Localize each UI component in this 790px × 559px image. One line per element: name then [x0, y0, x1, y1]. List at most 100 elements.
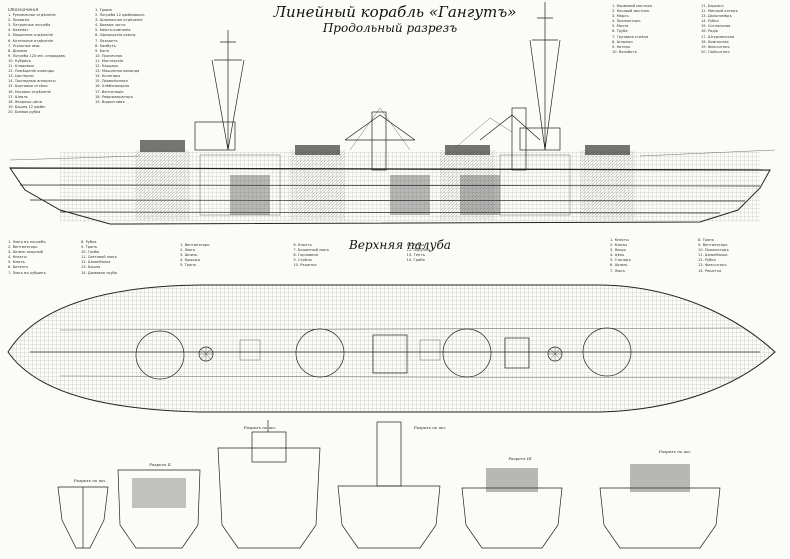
legend-item: 4. Кнехты	[8, 255, 27, 260]
legend-item: 8. Горловина	[293, 253, 319, 258]
legend-item: 8. Рубка	[81, 240, 97, 244]
section-label: Разрезъ по шп.	[658, 449, 692, 454]
legend-item: 11. Шлюпбалка	[698, 253, 728, 258]
legend-item: 10. Прачечная	[95, 53, 123, 58]
legend-item: 8. Шлюпки	[612, 39, 633, 44]
legend-item: 16. Носовое отдѣленіе	[8, 89, 51, 94]
legend-item: 12. Помѣщеніе команды	[8, 69, 55, 74]
legend-item: 2. Погреба 12 дюймовыхъ	[95, 13, 145, 18]
legend-item: 13. Цистерны	[8, 74, 34, 79]
turret-4	[582, 327, 632, 377]
legend-item: 13. Дальномѣръ	[701, 14, 732, 19]
deck-plan-title: Верхняя палуба	[349, 238, 451, 252]
legend-item: 2. Клюзы	[610, 243, 628, 248]
legend-item: 6. Кнехтъ	[293, 243, 312, 247]
legend-item: 11. Рубка	[406, 243, 425, 247]
legend-item: 15. Бортовые отсѣки	[8, 84, 48, 89]
legend-item: 12. Карцеръ	[95, 64, 119, 69]
legend-item: 3. Якорь	[610, 248, 626, 253]
cross-sections	[57, 420, 721, 549]
legend-item: 9. Вентиляторъ	[698, 243, 728, 248]
legend-item: 7. Лазаретъ	[95, 38, 118, 43]
section-label: Разрезъ по шп.	[413, 425, 447, 430]
legend-item: 1. Румпельное отдѣленіе	[8, 13, 56, 18]
legend-item: 8. Динамо	[8, 48, 28, 53]
legend-item: 12. Минный катеръ	[701, 9, 738, 14]
legend-item: 12. Шлюпбалка	[81, 260, 111, 265]
legend-item: 12. Рубка	[698, 258, 716, 263]
legend-item: 1. Трюмъ	[95, 8, 113, 12]
legend-item: 12. Поручни	[406, 248, 430, 253]
section-label: Разрезъ по шп.	[73, 478, 107, 483]
legend-item: 18. Компасная	[701, 39, 729, 44]
legend-item: 1. Кнехты	[610, 238, 629, 242]
legend-item: 8. Трапъ	[698, 238, 715, 242]
legend-item: 14. Торпедные аппараты	[8, 79, 56, 84]
legend-item: 10. Решетка	[293, 263, 317, 268]
legend-item: 7. Грузовая стрѣла	[612, 34, 649, 39]
turret-1	[135, 330, 185, 380]
legend-item: 17. Шпиль	[8, 94, 28, 99]
legend-item: 4. Цѣпь	[610, 253, 625, 258]
legend-item: 17. Штурманская	[701, 34, 734, 39]
turret-3	[442, 328, 492, 378]
legend-item: 18. Рефрижераторъ	[95, 94, 133, 99]
legend-item: 7. Люкъ въ кубрикъ	[8, 270, 46, 275]
page-subtitle: Продольный разрезъ	[322, 21, 458, 35]
upper-deck-plan	[7, 284, 776, 413]
legend-item: 6. Труба	[612, 29, 628, 34]
legend-item: 3. Шпиль якорный	[8, 250, 43, 255]
legend-item: 13. Тентъ	[406, 253, 425, 258]
legend-item: 10. Кубрикъ	[8, 58, 32, 63]
legend-item: 9. Трапъ	[81, 245, 98, 250]
legend-item: 11. Баркасъ	[701, 4, 724, 8]
legend-item: 4. Прожекторъ	[612, 19, 641, 24]
legend-item: 19. Флагштокъ	[701, 44, 730, 49]
legend-item: 4. Каземат	[8, 28, 29, 33]
legend-item: 6. Котельное отдѣленіе	[8, 38, 54, 43]
legend-item: 13. Башня	[81, 265, 101, 270]
legend-item: 14. Грибъ	[406, 258, 426, 263]
legend-item: 11. Световой люкъ	[81, 255, 117, 260]
legend-item: 5. Машинное отдѣленіе	[8, 33, 54, 38]
legend-item: 5. Клюзъ	[8, 260, 25, 265]
legend-item: 2. Провизія	[8, 18, 30, 23]
legend-item: 2. Вентиляторъ	[8, 245, 38, 250]
legend-item: 10. Прожекторъ	[698, 248, 729, 253]
legend-item: 9. Стрѣла	[293, 258, 312, 263]
legend-item: 14. Дымовая труба	[81, 270, 117, 275]
legend-item: 4. Крышка	[180, 258, 200, 263]
legend-item: 16. Радіо	[701, 29, 718, 34]
legend-item: 5. Трапъ	[180, 263, 197, 268]
legend-item: 10. Грибъ	[81, 250, 100, 255]
legend-heading: Обозначенія	[8, 8, 39, 13]
legend-item: 6. Шпиль	[610, 263, 628, 268]
legend-item: 11. Мастерскія	[95, 58, 124, 63]
legend-item: 6. Битенгъ	[8, 265, 29, 270]
legend-item: 15. Провизіонная	[95, 79, 128, 84]
legend-item: 3. Марсъ	[612, 14, 629, 19]
legend-item: 3. Патронные погреба	[8, 23, 51, 28]
legend-item: 5. Каютъ-компанія	[95, 28, 131, 33]
legend-item: 5. Мачта	[612, 24, 629, 29]
legend-item: 9. Погреба 120 мм. снарядовъ	[8, 53, 66, 58]
legend-item: 14. Рубка	[701, 19, 719, 24]
legend-item: 7. Люкъ	[610, 268, 626, 273]
legend-item: 17. Вентиляція	[95, 89, 124, 94]
legend-item: 9. Катеръ	[612, 44, 631, 49]
legend-item: 2. Носовой мостикъ	[612, 9, 650, 14]
legend-item: 15. Сигнальная	[701, 24, 731, 29]
legend-item: 1. Люкъ въ погребъ	[8, 240, 46, 244]
section-label: Разрезъ по шп.	[243, 425, 277, 430]
section-label: Разрезъ III	[508, 456, 532, 461]
legend-item: 19. Башня 12 дюйм.	[8, 104, 46, 109]
